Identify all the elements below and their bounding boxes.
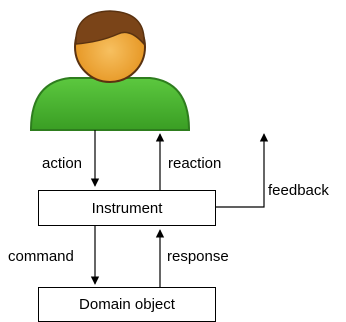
instrument-box: Instrument — [38, 190, 216, 226]
feedback-arrow — [215, 133, 269, 208]
reaction-label: reaction — [168, 155, 222, 172]
feedback-label: feedback — [268, 182, 329, 199]
domain-object-label: Domain object — [79, 296, 175, 313]
instrument-label: Instrument — [91, 199, 163, 217]
response-label: response — [167, 248, 229, 265]
user-icon — [29, 10, 191, 131]
domain-object-box: Domain object — [38, 287, 216, 322]
action-label: action — [42, 155, 83, 172]
command-label: command — [8, 248, 74, 265]
